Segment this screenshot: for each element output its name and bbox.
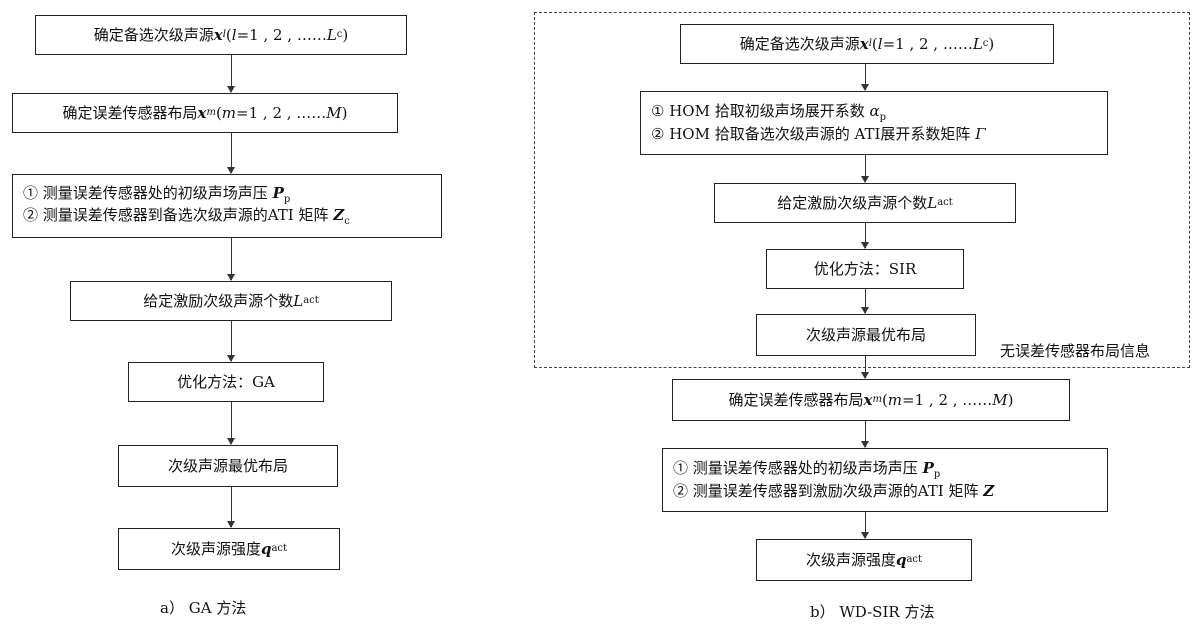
left-arrow-5 <box>227 402 235 445</box>
right-step-measure: ① 测量误差传感器处的初级声场声压 Pp ② 测量误差传感器到激励次级声源的AT… <box>662 448 1108 512</box>
left-step-optimization-ga: 优化方法：GA <box>128 362 324 402</box>
left-step-measure: ① 测量误差传感器处的初级声场声压 Pp ② 测量误差传感器到备选次级声源的AT… <box>12 174 442 238</box>
right-step-hom-pickup: ① HOM 拾取初级声场展开系数 αp ② HOM 拾取备选次级声源的 ATI展… <box>640 91 1108 155</box>
left-arrow-2 <box>227 133 235 174</box>
right-arrow-2 <box>861 155 869 183</box>
right-arrow-7 <box>861 512 869 539</box>
right-dashed-frame <box>534 12 1190 368</box>
left-caption: a） GA 方法 <box>160 599 247 617</box>
left-step-optimal-layout: 次级声源最优布局 <box>118 445 338 487</box>
right-arrow-1 <box>861 64 869 91</box>
left-arrow-4 <box>227 321 235 362</box>
right-caption: b） WD-SIR 方法 <box>810 603 935 621</box>
right-step-optimization-sir: 优化方法：SIR <box>766 249 964 289</box>
left-arrow-6 <box>227 487 235 528</box>
left-arrow-1 <box>227 55 235 93</box>
right-arrow-5 <box>861 356 869 379</box>
right-arrow-3 <box>861 223 869 249</box>
right-step-optimal-layout: 次级声源最优布局 <box>756 314 976 356</box>
left-arrow-3 <box>227 238 235 281</box>
right-arrow-4 <box>861 289 869 314</box>
right-frame-label: 无误差传感器布局信息 <box>1000 342 1151 360</box>
right-arrow-6 <box>861 421 869 448</box>
